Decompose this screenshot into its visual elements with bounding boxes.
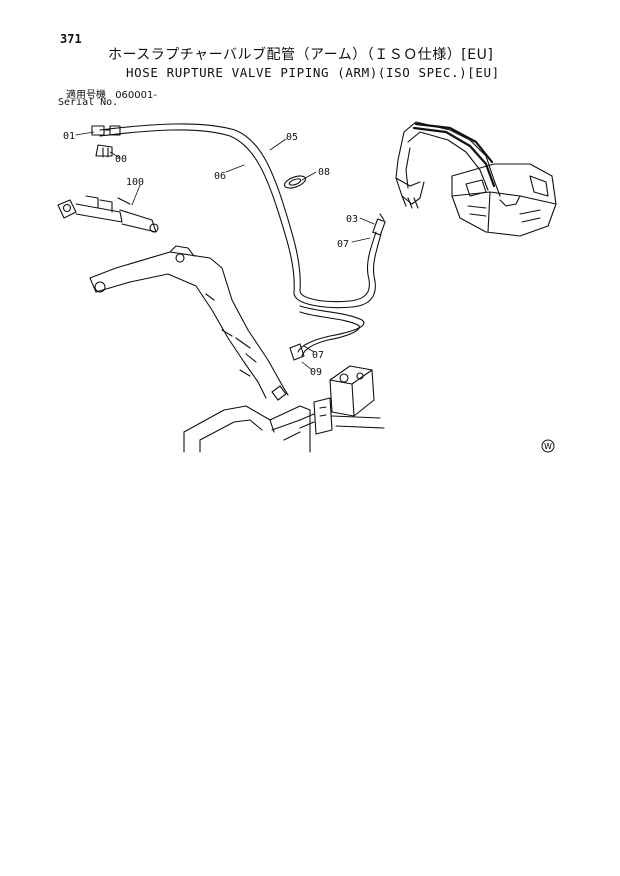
callout-labels: 01 00 05 06 08 100 03 07 07 09: [63, 131, 358, 378]
fitting-03: [372, 213, 386, 236]
w-mark-text: W: [544, 442, 552, 451]
hose-line-main: [99, 123, 382, 357]
base-frame: [183, 405, 311, 453]
cylinder-assembly-100: [57, 195, 159, 233]
clamp-08: [283, 175, 307, 189]
callout-01: 01: [63, 131, 75, 142]
callout-09: 09: [310, 367, 322, 378]
serial-label-jp-text: 適用号機: [66, 90, 106, 101]
serial-label-japanese: 適用号機 060001-: [66, 86, 157, 101]
excavator-overview: [395, 121, 557, 237]
valve-block: [271, 343, 385, 435]
callout-07-lower: 07: [312, 350, 324, 361]
page-number: 371: [60, 32, 82, 46]
callout-07-upper: 07: [337, 239, 349, 250]
callout-08: 08: [318, 167, 330, 178]
title-japanese: ホースラプチャーバルブ配管（アーム）（ＩＳＯ仕様）[EU]: [108, 47, 494, 63]
w-mark-symbol: W: [541, 439, 555, 453]
arm-boom-body: [89, 245, 289, 399]
serial-label-english: Serial No.: [58, 97, 119, 108]
callout-100: 100: [126, 177, 144, 188]
leader-lines: [75, 131, 375, 371]
callout-06: 06: [214, 171, 226, 182]
callout-05: 05: [286, 132, 298, 143]
callout-00: 00: [115, 154, 127, 165]
title-english: HOSE RUPTURE VALVE PIPING (ARM)(ISO SPEC…: [126, 65, 500, 80]
serial-number-value: 060001-: [115, 90, 157, 101]
excavator-highlighted-hose: [412, 122, 496, 188]
callout-03: 03: [346, 214, 358, 225]
fitting-01: [91, 125, 121, 158]
